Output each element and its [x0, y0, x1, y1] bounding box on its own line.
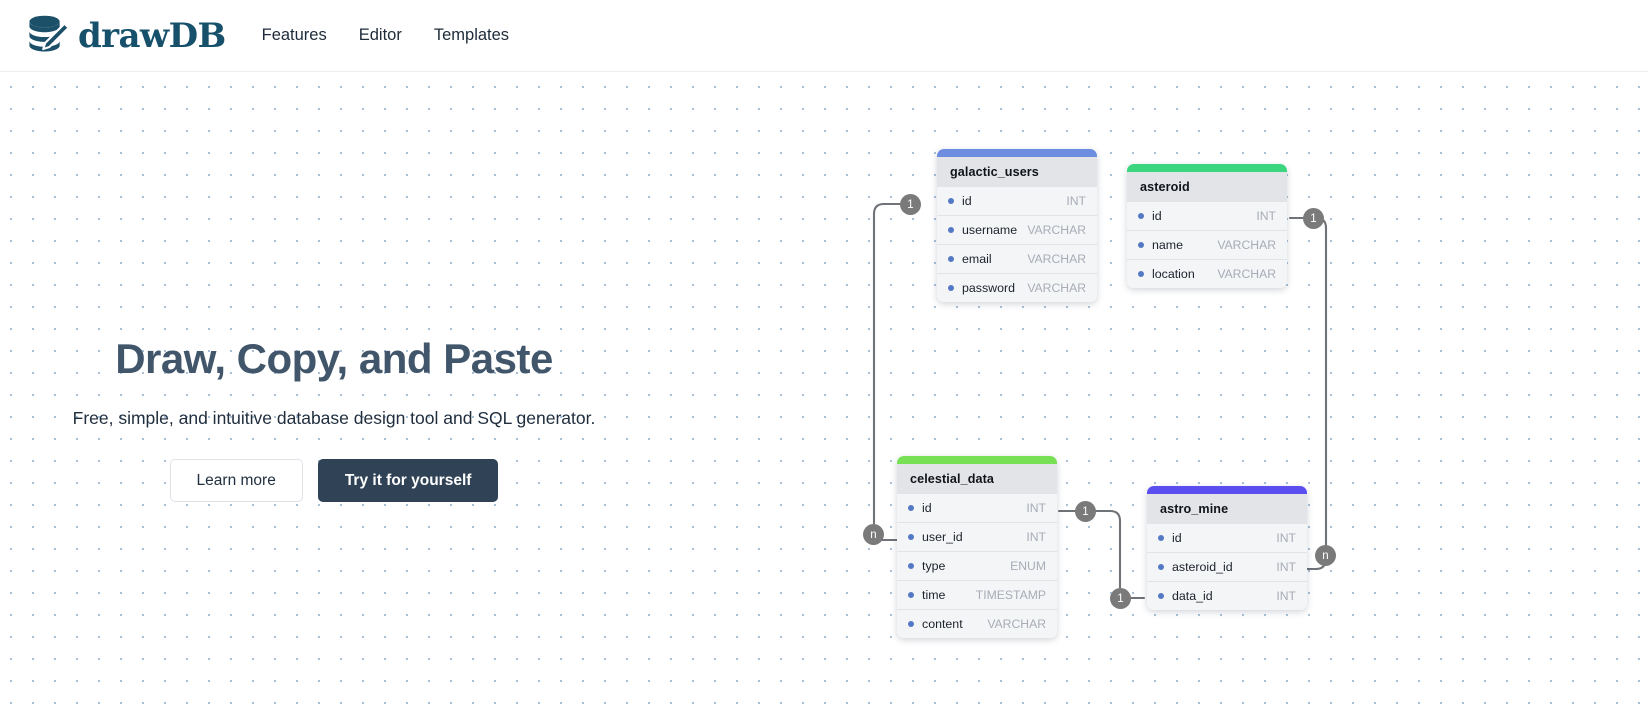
- field-name: content: [922, 617, 963, 631]
- field-type: VARCHAR: [1217, 238, 1276, 252]
- field-dot-icon: [1138, 271, 1144, 277]
- table-row[interactable]: password VARCHAR: [937, 273, 1097, 302]
- field-type: INT: [1026, 501, 1046, 515]
- field-name: email: [962, 252, 992, 266]
- table-row[interactable]: asteroid_id INT: [1147, 552, 1307, 581]
- hero-subtitle: Free, simple, and intuitive database des…: [72, 408, 596, 429]
- table-row[interactable]: content VARCHAR: [897, 609, 1057, 638]
- field-name: location: [1152, 267, 1195, 281]
- field-dot-icon: [1158, 535, 1164, 541]
- nav-item-features[interactable]: Features: [261, 26, 327, 44]
- field-name: id: [1172, 531, 1182, 545]
- learn-more-button[interactable]: Learn more: [169, 458, 303, 503]
- table-color-bar: [937, 149, 1097, 157]
- page-title: Draw, Copy, and Paste: [115, 335, 553, 382]
- table-title: celestial_data: [897, 464, 1057, 493]
- field-dot-icon: [948, 198, 954, 204]
- site-header: drawDB Features Editor Templates: [0, 0, 1648, 72]
- field-type: VARCHAR: [987, 617, 1046, 631]
- er-table-celestial-data[interactable]: celestial_data id INT user_id INT type E…: [897, 456, 1057, 638]
- field-name: id: [962, 194, 972, 208]
- field-type: INT: [1256, 209, 1276, 223]
- table-row[interactable]: location VARCHAR: [1127, 259, 1287, 288]
- diagram-canvas[interactable]: Draw, Copy, and Paste Free, simple, and …: [0, 72, 1648, 715]
- relationship-edges: [872, 202, 1328, 600]
- field-dot-icon: [1138, 213, 1144, 219]
- field-dot-icon: [948, 285, 954, 291]
- field-dot-icon: [908, 505, 914, 511]
- field-type: INT: [1276, 589, 1296, 603]
- table-title: asteroid: [1127, 172, 1287, 201]
- er-table-asteroid[interactable]: asteroid id INT name VARCHAR location VA…: [1127, 164, 1287, 288]
- field-type: TIMESTAMP: [975, 588, 1046, 602]
- table-row[interactable]: id INT: [1127, 201, 1287, 230]
- cardinality-badge-one[interactable]: 1: [1075, 501, 1096, 522]
- field-type: VARCHAR: [1027, 252, 1086, 266]
- er-table-astro-mine[interactable]: astro_mine id INT asteroid_id INT data_i…: [1147, 486, 1307, 610]
- field-name: username: [962, 223, 1018, 237]
- field-name: password: [962, 281, 1016, 295]
- table-row[interactable]: user_id INT: [897, 522, 1057, 551]
- field-dot-icon: [1158, 593, 1164, 599]
- field-type: VARCHAR: [1027, 281, 1086, 295]
- field-name: data_id: [1172, 589, 1213, 603]
- try-it-button[interactable]: Try it for yourself: [317, 458, 499, 503]
- table-row[interactable]: email VARCHAR: [937, 244, 1097, 273]
- cardinality-badge-many[interactable]: n: [863, 524, 884, 545]
- field-dot-icon: [908, 563, 914, 569]
- database-pencil-icon: [29, 15, 70, 51]
- field-dot-icon: [948, 256, 954, 262]
- field-name: id: [922, 501, 932, 515]
- cardinality-badge-many[interactable]: n: [1315, 545, 1336, 566]
- table-row[interactable]: username VARCHAR: [937, 215, 1097, 244]
- field-type: VARCHAR: [1217, 267, 1276, 281]
- table-row[interactable]: type ENUM: [897, 551, 1057, 580]
- field-type: ENUM: [1010, 559, 1046, 573]
- table-row[interactable]: time TIMESTAMP: [897, 580, 1057, 609]
- field-dot-icon: [948, 227, 954, 233]
- field-type: VARCHAR: [1027, 223, 1086, 237]
- field-dot-icon: [908, 534, 914, 540]
- field-name: id: [1152, 209, 1162, 223]
- table-color-bar: [1147, 486, 1307, 494]
- field-name: type: [922, 559, 946, 573]
- field-type: INT: [1066, 194, 1086, 208]
- nav-item-editor[interactable]: Editor: [358, 26, 402, 44]
- cardinality-badge-one[interactable]: 1: [900, 194, 921, 215]
- table-row[interactable]: data_id INT: [1147, 581, 1307, 610]
- table-row[interactable]: name VARCHAR: [1127, 230, 1287, 259]
- er-table-galactic-users[interactable]: galactic_users id INT username VARCHAR e…: [937, 149, 1097, 302]
- cardinality-badge-one[interactable]: 1: [1303, 208, 1324, 229]
- field-type: INT: [1276, 560, 1296, 574]
- table-color-bar: [1127, 164, 1287, 172]
- main-nav: Features Editor Templates: [262, 26, 509, 45]
- field-type: INT: [1276, 531, 1296, 545]
- logo[interactable]: drawDB: [26, 14, 226, 58]
- hero-section: Draw, Copy, and Paste Free, simple, and …: [0, 334, 668, 503]
- field-dot-icon: [1158, 564, 1164, 570]
- hero-actions: Learn more Try it for yourself: [0, 458, 668, 503]
- nav-item-templates[interactable]: Templates: [433, 26, 510, 44]
- table-row[interactable]: id INT: [897, 493, 1057, 522]
- table-title: astro_mine: [1147, 494, 1307, 523]
- field-name: asteroid_id: [1172, 560, 1233, 574]
- table-row[interactable]: id INT: [937, 186, 1097, 215]
- brand-name: drawDB: [78, 15, 226, 56]
- field-name: name: [1152, 238, 1183, 252]
- field-type: INT: [1026, 530, 1046, 544]
- field-dot-icon: [1138, 242, 1144, 248]
- table-title: galactic_users: [937, 157, 1097, 186]
- table-row[interactable]: id INT: [1147, 523, 1307, 552]
- field-dot-icon: [908, 592, 914, 598]
- field-name: time: [922, 588, 946, 602]
- field-dot-icon: [908, 621, 914, 627]
- cardinality-badge-one[interactable]: 1: [1110, 588, 1131, 609]
- table-color-bar: [897, 456, 1057, 464]
- field-name: user_id: [922, 530, 963, 544]
